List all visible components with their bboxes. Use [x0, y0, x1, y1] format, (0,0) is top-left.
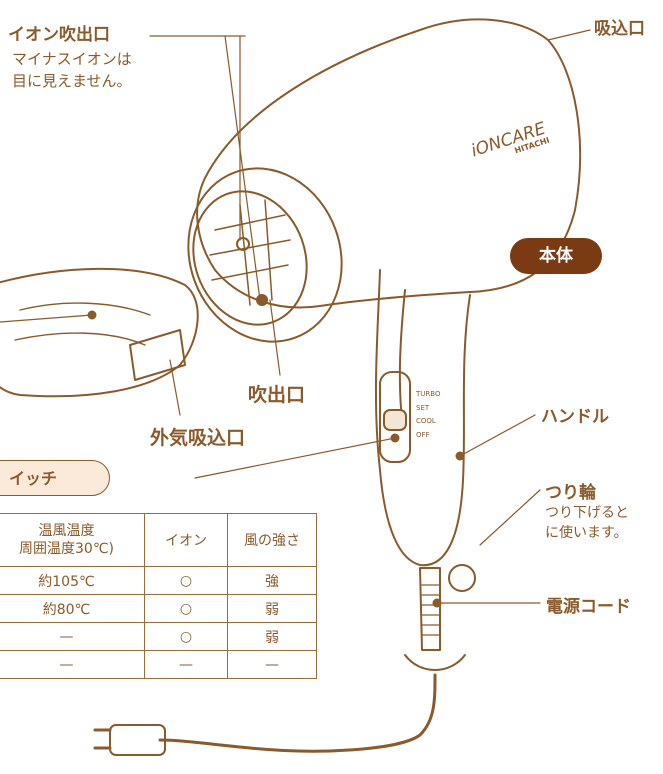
switch-pos-cool: COOL — [416, 417, 436, 425]
table-cell-strength: 強 — [227, 566, 317, 595]
nozzle-rim — [187, 167, 343, 343]
table-header-temp-1: 温風温度 — [38, 523, 95, 539]
label-body-pill: 本体 — [510, 238, 602, 274]
table-cell-strength: 弱 — [227, 622, 317, 651]
switch-pos-off: OFF — [416, 431, 430, 439]
cord-relief — [419, 567, 441, 651]
cord-end — [404, 654, 466, 671]
table-row: — — — — [0, 650, 317, 679]
switch-pos-turbo: TURBO — [416, 390, 441, 398]
label-switch-tab: イッチ — [0, 460, 110, 496]
label-hang-note-1: つり下げると — [545, 505, 629, 521]
table-cell-strength: — — [227, 650, 317, 679]
nozzle-grille — [209, 199, 291, 306]
label-hang-note-2: に使います。 — [545, 525, 628, 541]
label-ion-note-2: 目に見えません。 — [12, 72, 132, 90]
table-cell-ion: — — [144, 650, 228, 679]
dryer-handle — [374, 269, 471, 567]
handle-inner-line — [398, 289, 406, 421]
label-outlet: 吹出口 — [248, 384, 306, 406]
mode-table: 温風温度 周囲温度30℃) イオン 風の強さ 約105℃ ○ 強 約80℃ ○ … — [0, 513, 317, 679]
table-cell-ion: ○ — [144, 566, 228, 595]
switch-knob — [383, 409, 407, 431]
switch-slot — [379, 371, 411, 463]
table-cell-ion: ○ — [144, 622, 228, 651]
label-hang-ring: つり輪 — [545, 483, 596, 503]
switch-pos-set: SET — [416, 404, 430, 412]
table-header-temp-2: 周囲温度30℃) — [19, 541, 114, 557]
table-row: 約80℃ ○ 弱 — [0, 594, 317, 623]
outlet-hole — [256, 294, 268, 306]
plug-body — [109, 724, 166, 756]
table-cell-temp: 約80℃ — [0, 594, 145, 623]
table-header-row: 温風温度 周囲温度30℃) イオン 風の強さ — [0, 513, 317, 567]
table-cell-strength: 弱 — [227, 594, 317, 623]
hang-ring-shape — [448, 564, 476, 592]
label-outer-intake: 外気吸込口 — [150, 427, 246, 449]
table-cell-temp: 約105℃ — [0, 566, 145, 595]
label-ion-outlet: イオン吹出口 — [8, 25, 110, 45]
label-ion-note-1: マイナスイオンは — [12, 50, 132, 68]
table-header-strength: 風の強さ — [227, 513, 317, 567]
label-intake: 吸込口 — [594, 19, 645, 39]
table-cell-temp: — — [0, 650, 145, 679]
table-header-ion: イオン — [144, 513, 228, 567]
label-power-cord: 電源コード — [546, 597, 631, 617]
table-row: — ○ 弱 — [0, 622, 317, 651]
power-cord-line — [158, 673, 437, 753]
table-row: 約105℃ ○ 強 — [0, 566, 317, 595]
table-cell-temp: — — [0, 622, 145, 651]
outer-intake-vent — [129, 329, 186, 381]
label-handle: ハンドル — [541, 407, 609, 427]
ion-outlet-hole — [236, 237, 250, 251]
attachment-nozzle — [0, 267, 199, 398]
table-cell-ion: ○ — [144, 594, 228, 623]
